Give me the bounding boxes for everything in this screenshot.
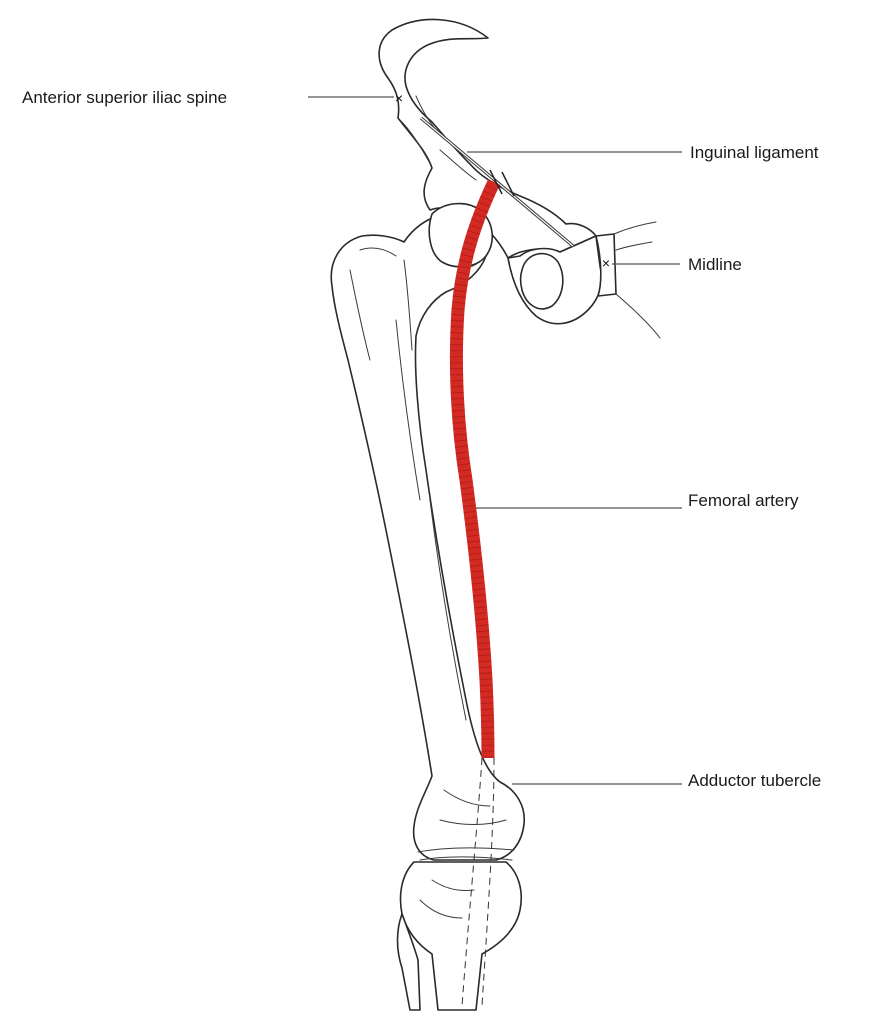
femur bbox=[331, 204, 524, 860]
label-midline: Midline bbox=[688, 255, 742, 274]
tibia-fibula bbox=[398, 862, 522, 1010]
femur-shaft bbox=[331, 213, 524, 860]
label-femoral-artery: Femoral artery bbox=[688, 491, 799, 510]
opposite-pubis bbox=[614, 222, 660, 338]
obturator-foramen bbox=[521, 254, 563, 309]
asis-marker: × bbox=[395, 90, 403, 106]
midline-marker: × bbox=[602, 255, 610, 271]
label-adductor-tubercle: Adductor tubercle bbox=[688, 771, 821, 790]
label-inguinal-ligament: Inguinal ligament bbox=[690, 143, 819, 162]
label-asis: Anterior superior iliac spine bbox=[22, 88, 227, 107]
